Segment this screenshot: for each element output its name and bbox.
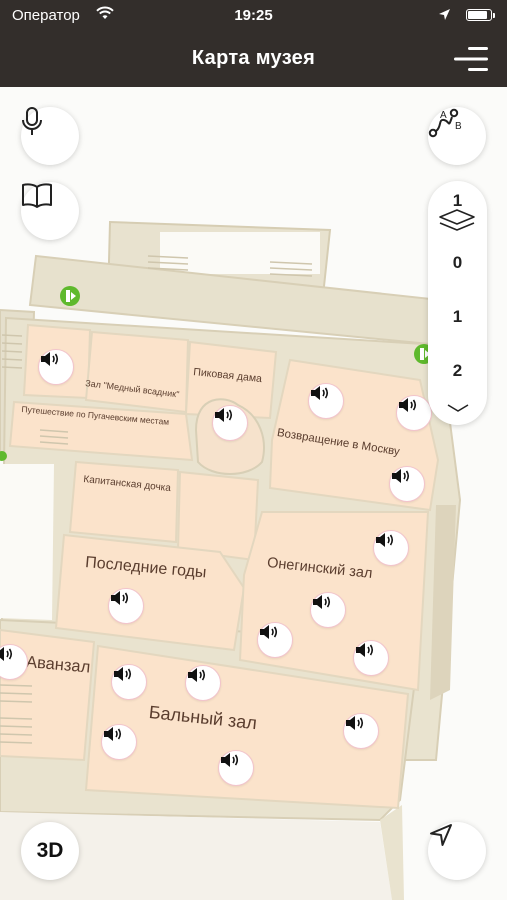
page-title: Карта музея	[191, 47, 316, 69]
audio-guide-button[interactable]	[373, 530, 409, 566]
museum-map[interactable]: Зал "Медный всадник" Пиковая дама Путеше…	[0, 87, 507, 900]
audio-guide-button[interactable]	[212, 405, 248, 441]
audio-guide-button[interactable]	[343, 713, 379, 749]
speaker-icon	[313, 595, 331, 609]
location-services-icon	[438, 8, 451, 25]
status-bar: Оператор 19:25	[0, 0, 507, 32]
speaker-icon	[346, 716, 364, 730]
nav-bar: Карта музея	[0, 32, 507, 87]
locate-button[interactable]	[428, 822, 486, 880]
view-3d-button[interactable]: 3D	[21, 822, 79, 880]
audio-guide-button[interactable]	[0, 644, 28, 680]
speaker-icon	[399, 398, 417, 412]
speaker-icon	[376, 533, 394, 547]
speaker-icon	[188, 668, 206, 682]
speaker-icon	[392, 469, 410, 483]
battery-icon	[466, 9, 495, 21]
audio-guide-button[interactable]	[396, 395, 432, 431]
speaker-icon	[41, 352, 59, 366]
audio-guide-button[interactable]	[38, 349, 74, 385]
svg-text:A: A	[440, 110, 447, 121]
speaker-icon	[311, 386, 329, 400]
clock: 19:25	[234, 7, 273, 24]
audio-guide-button[interactable]	[111, 664, 147, 700]
book-button[interactable]	[21, 182, 79, 240]
audio-guide-button[interactable]	[108, 588, 144, 624]
audio-guide-button[interactable]	[310, 592, 346, 628]
view-3d-label: 3D	[36, 839, 64, 862]
speaker-icon	[260, 625, 278, 639]
carrier-name: Оператор	[12, 7, 80, 24]
speaker-icon	[215, 408, 233, 422]
audio-guide-button[interactable]	[257, 622, 293, 658]
battery-level	[468, 11, 487, 19]
audio-guide-button[interactable]	[308, 383, 344, 419]
audio-guide-button[interactable]	[218, 750, 254, 786]
floor-option-1[interactable]: 1	[452, 307, 463, 326]
audio-guide-button[interactable]	[101, 724, 137, 760]
svg-text:B: B	[455, 121, 462, 132]
exit-icon	[60, 286, 80, 306]
floor-option-0[interactable]: 0	[452, 253, 463, 272]
speaker-icon	[0, 647, 13, 661]
menu-icon[interactable]	[454, 45, 488, 73]
audio-guide-button[interactable]	[185, 665, 221, 701]
wifi-icon	[96, 6, 114, 24]
audio-guide-button[interactable]	[389, 466, 425, 502]
audio-guide-button[interactable]	[353, 640, 389, 676]
floor-option-2[interactable]: 2	[452, 361, 463, 380]
speaker-icon	[111, 591, 129, 605]
speaker-icon	[104, 727, 122, 741]
speaker-icon	[221, 753, 239, 767]
speaker-icon	[356, 643, 374, 657]
floor-selector[interactable]: 1 0 1 2	[428, 181, 487, 425]
current-floor: 1	[452, 191, 463, 210]
speaker-icon	[114, 667, 132, 681]
microphone-button[interactable]	[21, 107, 79, 165]
